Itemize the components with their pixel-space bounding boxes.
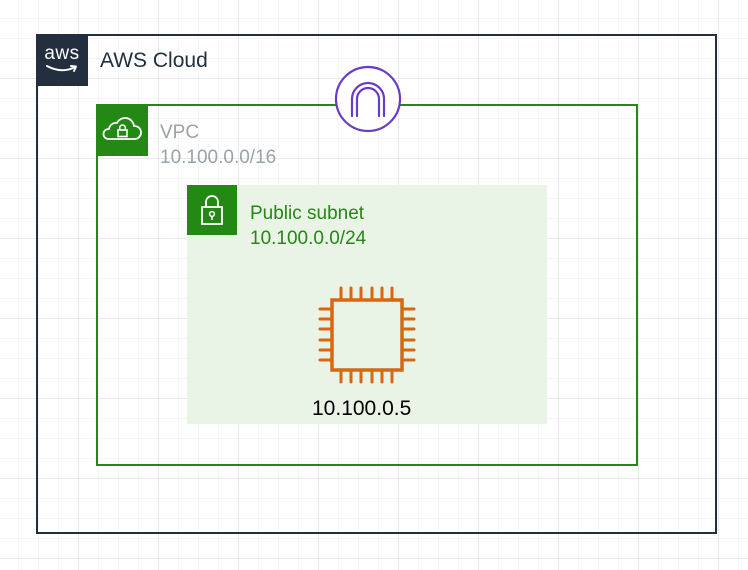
vpc-cidr: 10.100.0.0/16 bbox=[160, 147, 277, 168]
vpc-name: VPC bbox=[160, 122, 200, 143]
internet-gateway-icon[interactable] bbox=[333, 64, 403, 134]
vpc-label: VPC 10.100.0.0/16 bbox=[160, 120, 276, 170]
aws-logo-text: aws bbox=[44, 43, 80, 64]
aws-cloud-label: AWS Cloud bbox=[100, 49, 208, 72]
subnet-cidr: 10.100.0.0/24 bbox=[250, 228, 367, 249]
public-subnet-group[interactable] bbox=[187, 185, 547, 424]
subnet-name: Public subnet bbox=[250, 203, 365, 224]
aws-smile-arrow bbox=[46, 65, 77, 72]
aws-cloud-group[interactable] bbox=[36, 34, 717, 534]
aws-logo-icon: aws bbox=[36, 36, 88, 86]
public-subnet-label: Public subnet 10.100.0.0/24 bbox=[250, 201, 366, 251]
ec2-ip-label: 10.100.0.5 bbox=[312, 397, 412, 420]
ec2-instance-chip-icon[interactable] bbox=[316, 284, 418, 386]
padlock-icon bbox=[187, 185, 237, 235]
vpc-cloud-lock-icon bbox=[96, 104, 148, 156]
